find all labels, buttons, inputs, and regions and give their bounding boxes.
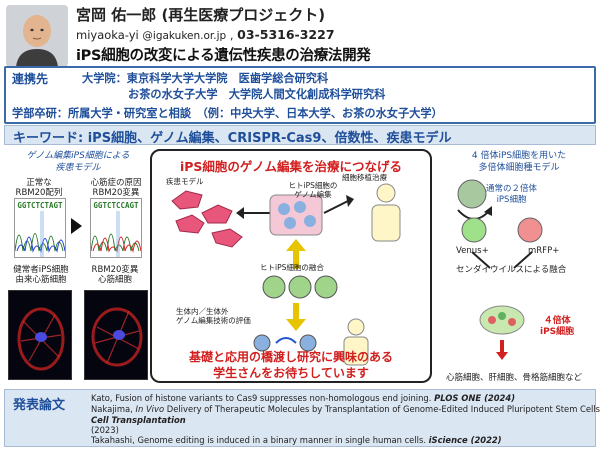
mutant-seq-label-2: RBM20変異	[92, 188, 140, 198]
contact-line: miyaoka-yi @igakuken.or.jp , 03-5316-322…	[76, 27, 335, 42]
publication-2-invivo: In Vivo	[135, 404, 165, 414]
collaborators-label: 連携先	[12, 72, 49, 86]
genome-edit-label-1: ヒトiPS細胞の	[288, 181, 338, 190]
tetraploid-diagram-icon	[457, 179, 543, 360]
mrfp-label: mRFP+	[528, 246, 560, 256]
genome-edit-label-2: ゲノム編集	[294, 190, 332, 199]
tetraploid-label-2: iPS細胞	[540, 327, 575, 337]
therapy-panel-title: iPS細胞のゲノム編集を治療につなげる	[179, 159, 403, 174]
left-heading-line-2: 疾患モデル	[55, 163, 101, 173]
publication-2-text-a: Nakajima,	[91, 404, 136, 414]
phone-number: 03-5316-3227	[237, 27, 335, 42]
project-title: iPS細胞の改変による遺伝性疾患の治療法開発	[76, 48, 371, 64]
healthy-cells-label-1: 健常者iPS細胞	[13, 265, 69, 275]
publication-1-text: Kato, Fusion of histone variants to Cas9…	[91, 393, 435, 403]
sendai-fusion-label: センダイウイルスによる融合	[456, 265, 567, 275]
publication-2: Nakajima, In Vivo Delivery of Therapeuti…	[91, 404, 600, 414]
student-appeal-line-1: 基礎と応用の橋渡し研究に興味のある	[188, 350, 393, 364]
mutant-cells-label-1: RBM20変異	[91, 265, 139, 275]
cardiomyocyte-micrograph-icon	[17, 307, 65, 371]
disease-model-label: 疾患モデル	[166, 177, 204, 186]
tetraploid-label: ４倍体 iPS細胞	[540, 316, 574, 338]
venus-label: Venus+	[456, 246, 489, 256]
collaborators-box: 連携先 大学院：東京科学大学大学院 医歯学総合研究科 お茶の水女子大学 大学院人…	[4, 66, 596, 124]
right-heading: 4 倍体iPS細胞を用いた 多倍体細胞種モデル	[444, 150, 594, 174]
mutant-cells-label-2: 心筋細胞	[97, 275, 132, 285]
chromatogram-trace-icon	[91, 211, 141, 257]
left-heading-line-1: ゲノム編集iPS細胞による	[26, 151, 130, 161]
tetraploid-label-1: ４倍体	[543, 316, 571, 326]
normal-seq-label-1: 正常な	[26, 178, 52, 188]
mutant-cardiomyocyte-image	[84, 290, 148, 380]
right-arrow-icon	[71, 218, 82, 234]
publications-label: 発表論文	[13, 398, 66, 413]
normal-seq-label: 正常な RBM20配列	[12, 178, 66, 198]
left-heading: ゲノム編集iPS細胞による 疾患モデル	[8, 150, 148, 174]
healthy-cardiomyocyte-image	[8, 290, 72, 380]
collab-line-2: お茶の水女子大学 大学院人間文化創成科学研究科	[128, 88, 386, 101]
publication-2-journal: Cell Transplantation	[91, 415, 186, 425]
healthy-cells-label: 健常者iPS細胞 由来心筋細胞	[8, 265, 74, 285]
lineages-label: 心筋細胞、肝細胞、骨格筋細胞など	[446, 373, 583, 383]
publication-1-journal: PLOS ONE (2024)	[434, 393, 516, 403]
publication-3-journal: iScience (2022)	[428, 435, 502, 445]
publication-3-text: Takahashi, Genome editing is induced in …	[91, 435, 429, 445]
therapy-panel: iPS細胞のゲノム編集を治療につなげる	[150, 149, 432, 383]
diploid-label-1: 通常の２倍体	[486, 184, 538, 194]
email-domain: @igakuken.or.jp	[142, 30, 227, 42]
publication-2-year: (2023)	[91, 425, 119, 435]
mutant-cells-label: RBM20変異 心筋細胞	[82, 265, 148, 285]
collab-line-3: 学部卒研：所属大学・研究室と相談 （例：中央大学、日本大学、お茶の水女子大学）	[12, 107, 443, 120]
person-photo-icon	[6, 5, 68, 67]
normal-chromatogram: GGTCTCTAGT	[14, 198, 66, 258]
mutant-seq-label: 心筋症の原因 RBM20変異	[86, 178, 146, 198]
collab-line-1: 大学院：東京科学大学大学院 医歯学総合研究科	[82, 72, 329, 85]
healthy-cells-label-2: 由来心筋細胞	[15, 275, 67, 285]
student-appeal-line-2: 学生さんをお待ちしています	[213, 366, 369, 380]
invivo-label-2: ゲノム編集技術の評価	[176, 316, 251, 325]
normal-seq-label-2: RBM20配列	[15, 188, 63, 198]
diploid-label-2: iPS細胞	[496, 195, 527, 205]
keywords-bar: キーワード: iPS細胞、ゲノム編集、CRISPR-Cas9、倍数性、疾患モデル	[4, 125, 596, 146]
therapy-diagram-icon	[171, 183, 401, 366]
fusion-label: ヒトiPS細胞の融合	[260, 263, 324, 272]
email-user: miyaoka-yi	[76, 28, 139, 42]
mutant-sequence: GGTCTCCAGT	[93, 201, 139, 210]
right-heading-line-1: 4 倍体iPS細胞を用いた	[471, 151, 567, 161]
mutant-chromatogram: GGTCTCCAGT	[90, 198, 142, 258]
invivo-label-1: 生体内／生体外	[176, 307, 229, 316]
publication-3: Takahashi, Genome editing is induced in …	[91, 435, 502, 445]
genome-edit-label: ヒトiPS細胞の ゲノム編集	[278, 181, 348, 199]
profile-photo	[6, 5, 68, 67]
publication-2-text-b: Delivery of Therapeutic Molecules by Tra…	[164, 404, 600, 414]
publications-box: 発表論文 Kato, Fusion of histone variants to…	[4, 389, 600, 447]
publication-2-journal-line: Cell Transplantation	[91, 415, 186, 425]
keywords-text: キーワード: iPS細胞、ゲノム編集、CRISPR-Cas9、倍数性、疾患モデル	[13, 131, 452, 146]
cardiomyocyte-micrograph-icon	[91, 307, 143, 367]
mutant-seq-label-1: 心筋症の原因	[90, 178, 142, 188]
researcher-name: 宮岡 佑一郎 (再生医療プロジェクト)	[76, 6, 326, 24]
cell-transplant-label: 細胞移植治療	[342, 173, 387, 182]
contact-separator: ,	[226, 28, 238, 42]
diploid-label: 通常の２倍体 iPS細胞	[486, 184, 537, 206]
chromatogram-trace-icon	[15, 211, 65, 257]
student-appeal: 基礎と応用の橋渡し研究に興味のある 学生さんをお待ちしています	[150, 349, 432, 381]
normal-sequence: GGTCTCTAGT	[17, 201, 63, 210]
publication-1: Kato, Fusion of histone variants to Cas9…	[91, 393, 515, 403]
invivo-label: 生体内／生体外 ゲノム編集技術の評価	[176, 307, 251, 325]
right-heading-line-2: 多倍体細胞種モデル	[478, 163, 560, 173]
